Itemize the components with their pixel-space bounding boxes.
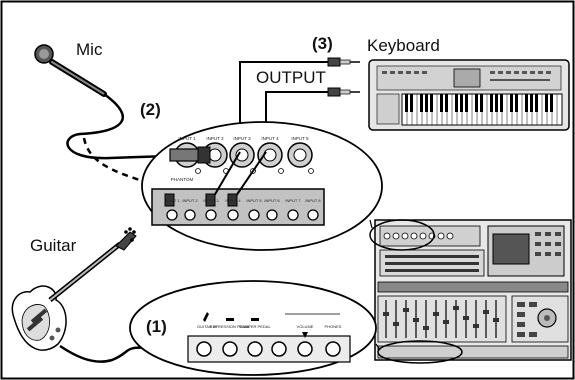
front-callout-leader [375, 343, 381, 351]
rear-input-label: INPUT 5 [246, 198, 262, 203]
guitar [11, 227, 137, 351]
rear-jack-plugs [164, 151, 267, 207]
rear-input-label: INPUT 8 [305, 198, 321, 203]
step-1-marker: (1) [146, 317, 167, 336]
rear-panel-callout [141, 121, 383, 251]
rear-callout-leader [369, 219, 373, 229]
step-3-marker: (3) [312, 34, 333, 53]
front-panel-label: EXPRESSION PEDAL [210, 324, 251, 329]
keyboard-label: Keyboard [367, 36, 440, 55]
front-panel-label: GUITAR IN [197, 324, 217, 329]
rear-input-label: INPUT 3 [203, 198, 219, 203]
rear-input-label: INPUT 6 [264, 198, 280, 203]
mic-label: Mic [76, 40, 103, 59]
xlr-input-label: INPUT 3 [233, 136, 251, 141]
recorder-unit [369, 219, 572, 364]
rear-input-label: INPUT 4 [225, 198, 241, 203]
xlr-input-label: INPUT 2 [206, 136, 224, 141]
rear-input-label: INPUT 2 [182, 198, 198, 203]
output-plugs [327, 57, 360, 97]
keyboard-device [368, 59, 570, 131]
mic-cable [66, 92, 171, 160]
output-label: OUTPUT [256, 68, 326, 87]
xlr-input-label: INPUT 5 [291, 136, 309, 141]
xlr-input-label: INPUT 4 [261, 136, 279, 141]
microphone [34, 44, 107, 97]
front-panel-label: VOLUME [297, 324, 314, 329]
rear-input-label: INPUT 1 [164, 198, 180, 203]
front-panel-label: PHONES [325, 324, 342, 329]
xlr-input-label: INPUT 1 [178, 136, 196, 141]
guitar-label: Guitar [30, 236, 77, 255]
step-2-marker: (2) [140, 100, 161, 119]
phantom-label: PHANTOM [171, 177, 194, 182]
guitar-cable [59, 344, 190, 363]
front-panel-label: DAMPER PEDAL [239, 324, 271, 329]
front-panel-callout [129, 280, 377, 376]
rear-input-label: INPUT 7 [285, 198, 301, 203]
